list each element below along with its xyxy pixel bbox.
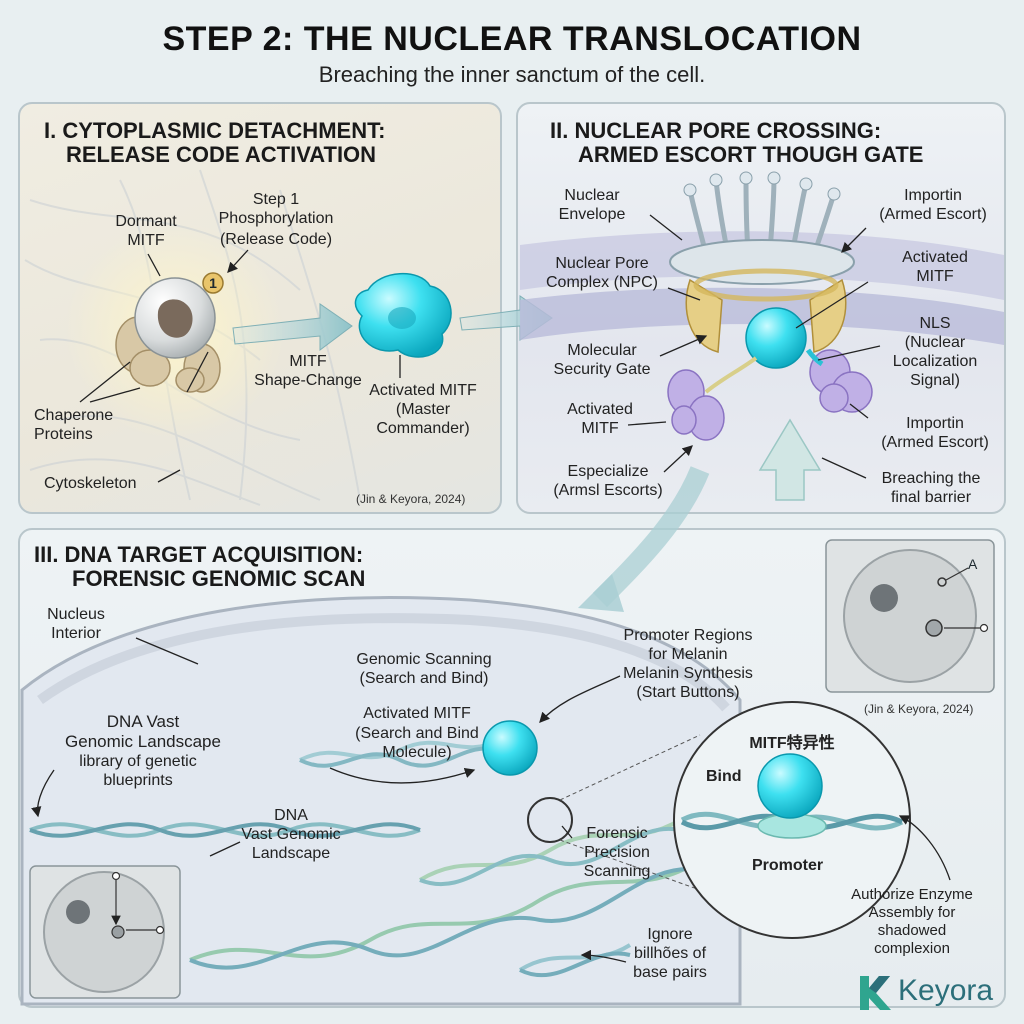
npc-right-gate — [809, 278, 847, 353]
forensic-scanning-label: Forensic Precision Scanning — [583, 825, 651, 880]
zoom-promoter-label: Promoter — [752, 857, 824, 874]
breaching-label: Breaching the final barrier — [881, 470, 981, 506]
panel2-leaders — [627, 214, 881, 479]
nucleus-body — [20, 596, 742, 1006]
activated-mitf-escort-label: Activated MITF — [567, 401, 633, 437]
panel3-title-line1: III. DNA TARGET ACQUISITION: — [34, 542, 364, 567]
npc-inner-ring — [693, 268, 839, 302]
especialize-label: Especialize — [567, 463, 649, 480]
phosphorylation-badge-number: 1 — [209, 275, 217, 291]
page-title: STEP 2: THE NUCLEAR TRANSLOCATION — [162, 20, 862, 58]
panel3-title-line2: FORENSIC GENOMIC SCAN — [72, 566, 366, 591]
activated-mitf-label: Activated MITF — [369, 382, 477, 399]
activated-mitf-scanning-shape — [482, 720, 538, 776]
breaching-up-arrow — [758, 418, 822, 501]
importin-top-sublabel: (Armed Escort) — [879, 206, 987, 223]
promoter-regions-sublabel: Melanin Synthesis (Start Buttons) — [623, 665, 753, 701]
panel1-title-line2: RELEASE CODE ACTIVATION — [66, 142, 377, 167]
authorize-enzyme-label: Authorize Enzyme Assembly for shadowed c… — [851, 886, 973, 957]
mitf-bound-shape — [757, 753, 823, 819]
dna-landscape-label: DNA Vast Genomic Landscape — [65, 712, 221, 751]
importin-left-shape — [667, 369, 725, 441]
panel2-title-line2: ARMED ESCORT THOUGH GATE — [578, 142, 924, 167]
promoter-regions-label: Promoter Regions for Melanin — [623, 627, 753, 663]
page-subtitle: Breaching the inner sanctum of the cell. — [318, 62, 706, 87]
descend-arrow-head — [578, 574, 624, 612]
dna-strands — [29, 738, 702, 978]
panel2-title-line1: II. NUCLEAR PORE CROSSING: — [550, 118, 882, 143]
activated-mitf-pore-label: Activated MITF — [902, 249, 968, 285]
dna-center-label: DNA Vast Genomic Landscape — [241, 807, 341, 862]
especialize-sublabel: (Armsl Escorts) — [553, 482, 663, 499]
zoom-title: MITF特异性 — [749, 735, 835, 752]
chaperone-proteins-label: Chaperone Proteins — [34, 407, 114, 443]
nls-sublabel: (Nuclear Localization Signal) — [892, 334, 978, 389]
security-gate-label: Molecular Security Gate — [553, 342, 651, 378]
panel3-citation: (Jin & Keyora, 2024) — [864, 702, 974, 716]
shape-change-sublabel: Shape-Change — [254, 372, 362, 389]
genomic-scanning-sublabel: (Search and Bind) — [359, 670, 489, 687]
shape-change-label: MITF — [289, 353, 327, 370]
step1-label: Step 1 Phosphorylation — [218, 191, 334, 227]
activated-mitf-sublabel: (Master Commander) — [376, 401, 470, 437]
panel1-citation: (Jin & Keyora, 2024) — [356, 492, 466, 506]
dormant-mitf-label: Dormant MITF — [115, 213, 177, 249]
cytoskeleton-label: Cytoskeleton — [44, 475, 137, 492]
importin-top-label: Importin — [904, 187, 962, 204]
activated-mitf-pore-shape — [745, 307, 807, 369]
phosphorylation-badge — [202, 272, 224, 294]
scan-lens — [527, 797, 573, 843]
nucleus-interior-label: Nucleus Interior — [47, 606, 105, 642]
activated-mitf-scan-label: Activated MITF — [363, 705, 471, 722]
shape-change-arrow — [232, 303, 353, 351]
keyora-logo-mark — [860, 976, 891, 1010]
keyora-logo-text: Keyora — [898, 974, 994, 1007]
importin-bottom-label: Importin — [906, 415, 964, 432]
zoom-bind-label: Bind — [706, 768, 742, 785]
nls-label: NLS — [919, 315, 951, 332]
importin-bottom-sublabel: (Armed Escort) — [881, 434, 989, 451]
panel1-leaders — [79, 249, 401, 483]
npc-label: Nuclear Pore Complex (NPC) — [545, 255, 658, 291]
panel1-title-line1: I. CYTOPLASMIC DETACHMENT: — [44, 118, 386, 143]
nuclear-envelope-label: Nuclear Envelope — [558, 187, 626, 223]
activated-mitf-scan-sublabel: (Search and Bind Molecule) — [355, 725, 479, 761]
dormant-mitf-core — [157, 299, 193, 338]
genomic-scanning-label: Genomic Scanning — [356, 651, 492, 668]
inset-letter-label: A — [968, 556, 978, 572]
dna-landscape-sublabel: library of genetic blueprints — [79, 753, 197, 789]
panel3-leaders — [31, 637, 951, 963]
ignore-base-pairs-label: Ignore billhões of base pairs — [633, 926, 707, 981]
step1-sublabel: (Release Code) — [219, 231, 333, 248]
